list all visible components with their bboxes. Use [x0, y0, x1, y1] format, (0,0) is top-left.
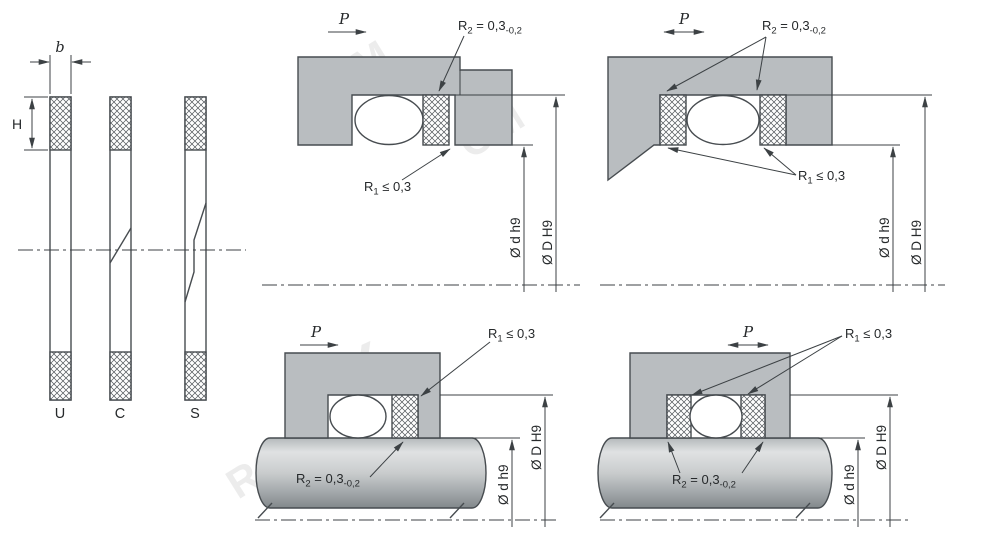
housing-block	[297, 56, 513, 146]
o-ring	[329, 394, 387, 439]
rod-diameter-dim: Ø d h9	[842, 439, 861, 527]
profile-s-label: S	[190, 406, 200, 422]
pressure-arrow: P	[727, 323, 769, 348]
r2-annotation: R2 = 0,3-0,2	[438, 18, 522, 92]
r1-label: R1 ≤ 0,3	[798, 168, 845, 187]
bore-diameter-label: Ø D H9	[874, 425, 889, 470]
profile-c-section-bottom	[109, 351, 132, 401]
profile-s-cut-line	[184, 202, 207, 303]
height-dimension-label: H	[12, 116, 22, 132]
profile-u	[49, 96, 72, 401]
backup-ring-right	[759, 94, 787, 146]
width-dimension-label: b	[55, 40, 64, 56]
rod-diameter-label: Ø d h9	[508, 217, 523, 258]
rod-diameter-label: Ø d h9	[842, 464, 857, 505]
rod-diameter-dim: Ø d h9	[496, 439, 515, 527]
profile-s-section-bottom	[184, 351, 207, 401]
backup-ring	[422, 94, 450, 146]
r2-label: R2 = 0,3-0,2	[762, 18, 826, 37]
r2-annotation: R2 = 0,3-0,2	[296, 441, 404, 490]
r2-annotation: R2 = 0,3-0,2	[667, 441, 764, 491]
pressure-label: P	[742, 323, 754, 341]
r1-label: R1 ≤ 0,3	[488, 326, 535, 345]
profile-u-label: U	[55, 406, 65, 422]
bore-diameter-dim: Ø D H9	[540, 96, 559, 292]
height-dimension: H	[12, 96, 48, 151]
leader-line	[763, 147, 797, 176]
r2-annotation: R2 = 0,3-0,2	[666, 18, 826, 92]
profile-c-cut-line	[109, 227, 132, 264]
backup-ring-right	[740, 394, 766, 439]
o-ring	[689, 394, 743, 439]
rod-diameter-label: Ø d h9	[496, 464, 511, 505]
profile-c-section-top	[109, 96, 132, 151]
detail-single-acting-housing: P R2 = 0,3-0,2 R1 ≤ 0,3 Ø d h9 Ø D H9	[262, 10, 580, 292]
bore-diameter-label: Ø D H9	[529, 425, 544, 470]
r2-label: R2 = 0,3-0,2	[458, 18, 522, 37]
rod-diameter-dim: Ø d h9	[877, 146, 896, 292]
detail-single-acting-shaft: P R1 ≤ 0,3 R2 = 0,3-0,2 Ø d h9 Ø D H9	[255, 323, 560, 527]
backup-ring-left	[659, 94, 687, 146]
o-ring	[686, 94, 760, 146]
r2-label: R2 = 0,3-0,2	[672, 472, 736, 491]
profile-s	[184, 96, 207, 401]
r1-annotation: R1 ≤ 0,3	[420, 326, 535, 397]
r2-label: R2 = 0,3-0,2	[296, 471, 360, 490]
bore-diameter-dim: Ø D H9	[909, 96, 928, 292]
detail-double-acting-shaft: P R1 ≤ 0,3 R2 = 0,3-0,2 Ø d h9 Ø D H9	[597, 323, 910, 527]
profile-u-section-bottom	[49, 351, 72, 401]
pressure-arrow: P	[328, 10, 367, 35]
r1-annotation: R1 ≤ 0,3	[364, 148, 451, 198]
leader-line	[667, 441, 681, 474]
leader-line	[691, 335, 843, 396]
backup-ring	[391, 394, 419, 439]
leader-line	[401, 148, 451, 181]
profile-c	[109, 96, 132, 401]
shaft	[255, 437, 487, 509]
pressure-label: P	[678, 10, 690, 28]
r1-annotation: R1 ≤ 0,3	[691, 326, 892, 396]
leader-line	[741, 441, 764, 474]
backup-ring-left	[666, 394, 692, 439]
profile-section: b H U C S	[12, 40, 246, 422]
leader-line	[438, 35, 465, 92]
leader-line	[755, 36, 767, 91]
bore-diameter-dim: Ø D H9	[529, 396, 548, 527]
shaft-support-marks	[599, 502, 811, 519]
profile-c-label: C	[115, 406, 125, 422]
bore-diameter-label: Ø D H9	[909, 220, 924, 265]
leader-line	[747, 335, 843, 395]
pressure-arrow: P	[300, 323, 339, 348]
leader-line	[420, 341, 491, 397]
r1-annotation: R1 ≤ 0,3	[667, 147, 845, 187]
bore-diameter-label: Ø D H9	[540, 220, 555, 265]
bore-diameter-dim: Ø D H9	[874, 396, 893, 527]
pressure-label: P	[338, 10, 350, 28]
leader-line	[369, 441, 404, 478]
profile-s-section-top	[184, 96, 207, 151]
o-ring	[354, 94, 424, 146]
pressure-arrow: P	[663, 10, 705, 35]
shaft	[597, 437, 833, 509]
r1-label: R1 ≤ 0,3	[364, 179, 411, 198]
detail-double-acting-housing: P R2 = 0,3-0,2 R1 ≤ 0,3 Ø d h9 Ø D H9	[600, 10, 945, 292]
width-dimension: b	[30, 40, 91, 94]
shaft-support-marks	[257, 502, 465, 519]
leader-line	[666, 36, 767, 92]
profile-u-section-top	[49, 96, 72, 151]
rod-diameter-label: Ø d h9	[877, 217, 892, 258]
leader-line	[667, 147, 797, 176]
extension-lines	[49, 55, 72, 94]
pressure-label: P	[310, 323, 322, 341]
extension-lines	[24, 96, 48, 151]
rod-diameter-dim: Ø d h9	[508, 146, 527, 292]
r1-label: R1 ≤ 0,3	[845, 326, 892, 345]
